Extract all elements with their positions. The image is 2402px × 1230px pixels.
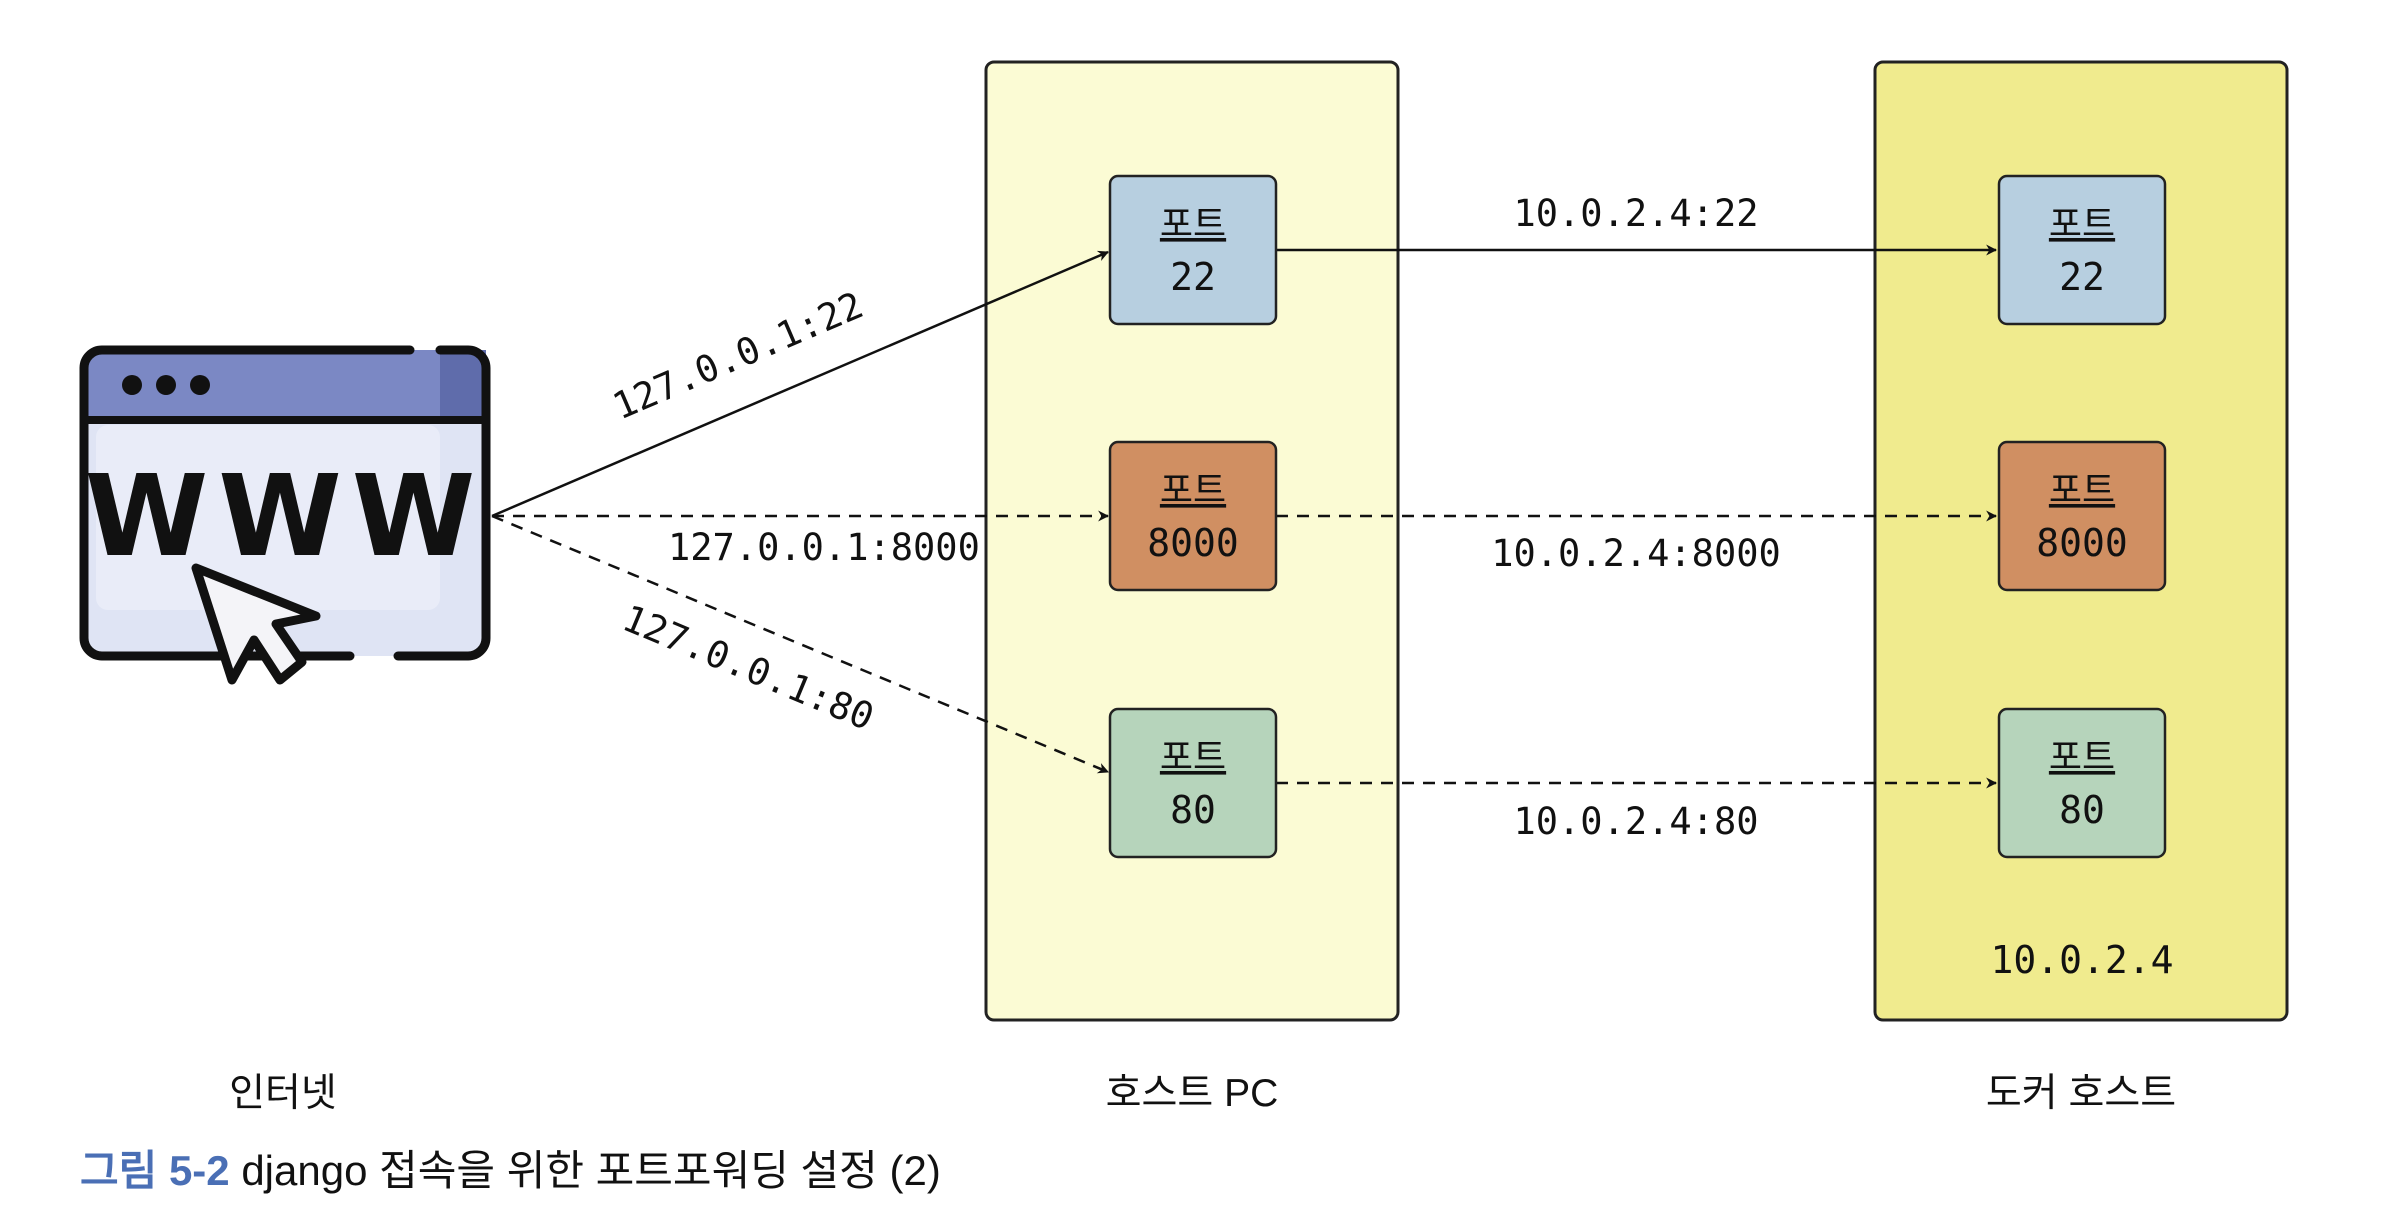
port-box [1997,174,2167,326]
port-box [440,350,486,420]
link-forward-80-label: 10.0.2.4:80 [1513,800,1758,843]
host-port-80-number: 80 [1170,788,1216,832]
figure-caption: 그림 5-2 django 접속을 위한 포트포워딩 설정 (2) [80,1147,941,1194]
link-inbound-22-label: 127.0.0.1:22 [607,283,870,428]
docker-port-22-label: 포트 [2049,203,2115,244]
docker-port-8000-label: 포트 [2049,469,2115,510]
docker-port-80-label: 포트 [2049,736,2115,777]
docker-port-8000-number: 8000 [2036,521,2128,565]
docker-host-ip: 10.0.2.4 [1990,938,2173,982]
host-port-22-number: 22 [1170,255,1216,299]
port-box [1108,440,1278,592]
port-box [96,425,440,610]
docker-port-8000: 포트 8000 [1997,440,2167,592]
host-port-8000-label: 포트 [1160,469,1226,510]
port-box [1997,707,2167,859]
port-box [1997,440,2167,592]
docker-host-label: 도커 호스트 [1986,1072,2176,1115]
host-port-8000-number: 8000 [1147,521,1239,565]
figure-caption-text: django 접속을 위한 포트포워딩 설정 (2) [230,1147,941,1194]
host-port-8000: 포트 8000 [1108,440,1278,592]
link-inbound-8000-label: 127.0.0.1:8000 [668,526,980,569]
docker-port-80: 포트 80 [1997,707,2167,859]
link-inbound-80 [491,514,1110,774]
docker-port-22-number: 22 [2059,255,2105,299]
link-forward-8000-label: 10.0.2.4:8000 [1491,532,1781,575]
figure-number: 그림 5-2 [80,1147,230,1194]
www-browser-cursor-icon: WWW [79,345,491,685]
www-text: WWW [85,452,486,582]
host-port-80: 포트 80 [1108,707,1278,859]
port-box [1108,707,1278,859]
host-port-80-label: 포트 [1160,736,1226,777]
host-pc-label: 호스트 PC [1106,1072,1279,1115]
docker-port-22: 포트 22 [1997,174,2167,326]
link-inbound-80-label: 127.0.0.1:80 [617,597,880,739]
link-inbound-22 [491,250,1110,518]
internet-label: 인터넷 [229,1072,337,1115]
docker-port-80-number: 80 [2059,788,2105,832]
link-forward-22-label: 10.0.2.4:22 [1513,192,1758,235]
host-port-22-label: 포트 [1160,203,1226,244]
host-port-22: 포트 22 [1108,174,1278,326]
port-box [1108,174,1278,326]
